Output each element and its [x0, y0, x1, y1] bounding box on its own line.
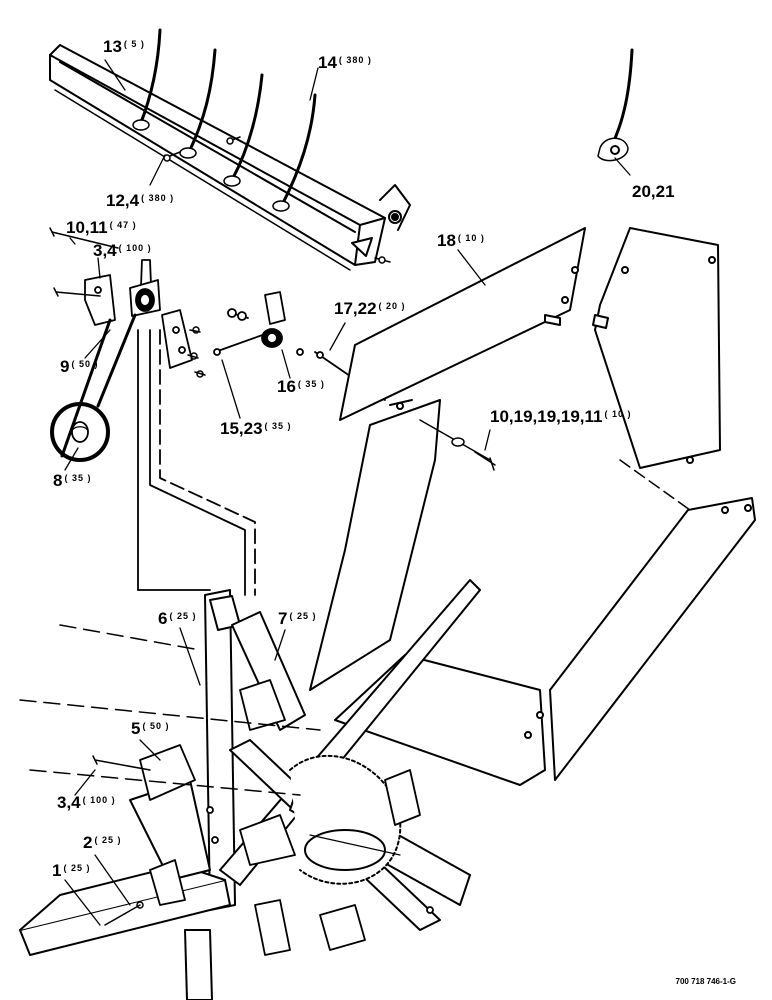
callout-qty: ( 47 )	[109, 220, 137, 230]
callout-10-11: 10,11( 47 )	[66, 219, 137, 237]
callout-14: 14( 380 )	[318, 54, 372, 72]
callout-number: 14	[318, 53, 337, 72]
callout-16: 16( 35 )	[277, 378, 325, 396]
callout-qty: ( 35 )	[64, 473, 92, 483]
callout-qty: ( 35 )	[297, 379, 325, 389]
callout-number: 3,4	[93, 241, 117, 260]
spare-tine	[597, 48, 634, 162]
callout-9: 9( 50 )	[60, 358, 98, 376]
callout-qty: ( 50 )	[71, 359, 99, 369]
frame-bolts	[19, 624, 321, 926]
callout-20-21: 20,21	[632, 183, 677, 201]
callout-number: 6	[158, 609, 168, 628]
bracket-9	[84, 274, 193, 369]
reel-tines	[138, 28, 317, 207]
callout-qty: ( 5 )	[123, 39, 145, 49]
callout-number: 7	[278, 609, 288, 628]
callout-2: 2( 25 )	[83, 834, 121, 852]
reel-tube	[49, 44, 411, 271]
callout-qty: ( 25 )	[169, 611, 197, 621]
callout-qty: ( 380 )	[338, 55, 372, 65]
callout-number: 12,4	[106, 191, 140, 210]
tine-clamps	[132, 119, 391, 264]
callout-5: 5( 50 )	[131, 720, 169, 738]
frame-clamps	[139, 679, 434, 956]
callout-qty: ( 20 )	[378, 301, 406, 311]
callout-number: 1	[52, 861, 62, 880]
callout-17-22: 17,22( 20 )	[334, 300, 406, 318]
callout-qty: ( 100 )	[118, 243, 152, 253]
callout-10-19-11: 10,19,19,19,11( 10 )	[490, 408, 632, 426]
callout-qty: ( 35 )	[264, 421, 292, 431]
callout-number: 15,23	[220, 419, 263, 438]
callout-number: 8	[53, 471, 63, 490]
callout-qty: ( 100 )	[82, 795, 116, 805]
callout-number: 10,11	[66, 218, 108, 237]
shield-bolts	[419, 419, 691, 511]
callout-number: 17,22	[334, 299, 377, 318]
callout-number: 13	[103, 37, 122, 56]
callout-7: 7( 25 )	[278, 610, 316, 628]
bolts-left	[49, 227, 206, 378]
callout-6: 6( 25 )	[158, 610, 196, 628]
callout-qty: ( 380 )	[141, 193, 175, 203]
callout-1: 1( 25 )	[52, 862, 90, 880]
callout-12-4: 12,4( 380 )	[106, 192, 174, 210]
leader-lines	[64, 59, 631, 926]
callout-number: 2	[83, 833, 93, 852]
callout-15-23: 15,23( 35 )	[220, 420, 292, 438]
callout-8: 8( 35 )	[53, 472, 91, 490]
callout-number: 18	[437, 231, 456, 250]
callout-qty: ( 10 )	[457, 233, 485, 243]
callout-number: 9	[60, 357, 70, 376]
callout-3-4-upper: 3,4( 100 )	[93, 242, 152, 260]
callout-qty: ( 25 )	[289, 611, 317, 621]
callout-qty: ( 25 )	[63, 863, 91, 873]
callout-18: 18( 10 )	[437, 232, 485, 250]
callout-13: 13( 5 )	[103, 38, 145, 56]
callout-3-4-lower: 3,4( 100 )	[57, 794, 116, 812]
callout-qty: ( 10 )	[604, 409, 632, 419]
drawing-reference-number: 700 718 746-1-G	[675, 977, 737, 986]
callout-number: 20,21	[632, 182, 675, 201]
callout-number: 16	[277, 377, 296, 396]
callout-qty: ( 25 )	[94, 835, 122, 845]
callout-number: 5	[131, 719, 141, 738]
bushing-detail	[50, 313, 137, 462]
callout-number: 10,19,19,19,11	[490, 407, 603, 426]
callout-number: 3,4	[57, 793, 81, 812]
callout-qty: ( 50 )	[142, 721, 170, 731]
